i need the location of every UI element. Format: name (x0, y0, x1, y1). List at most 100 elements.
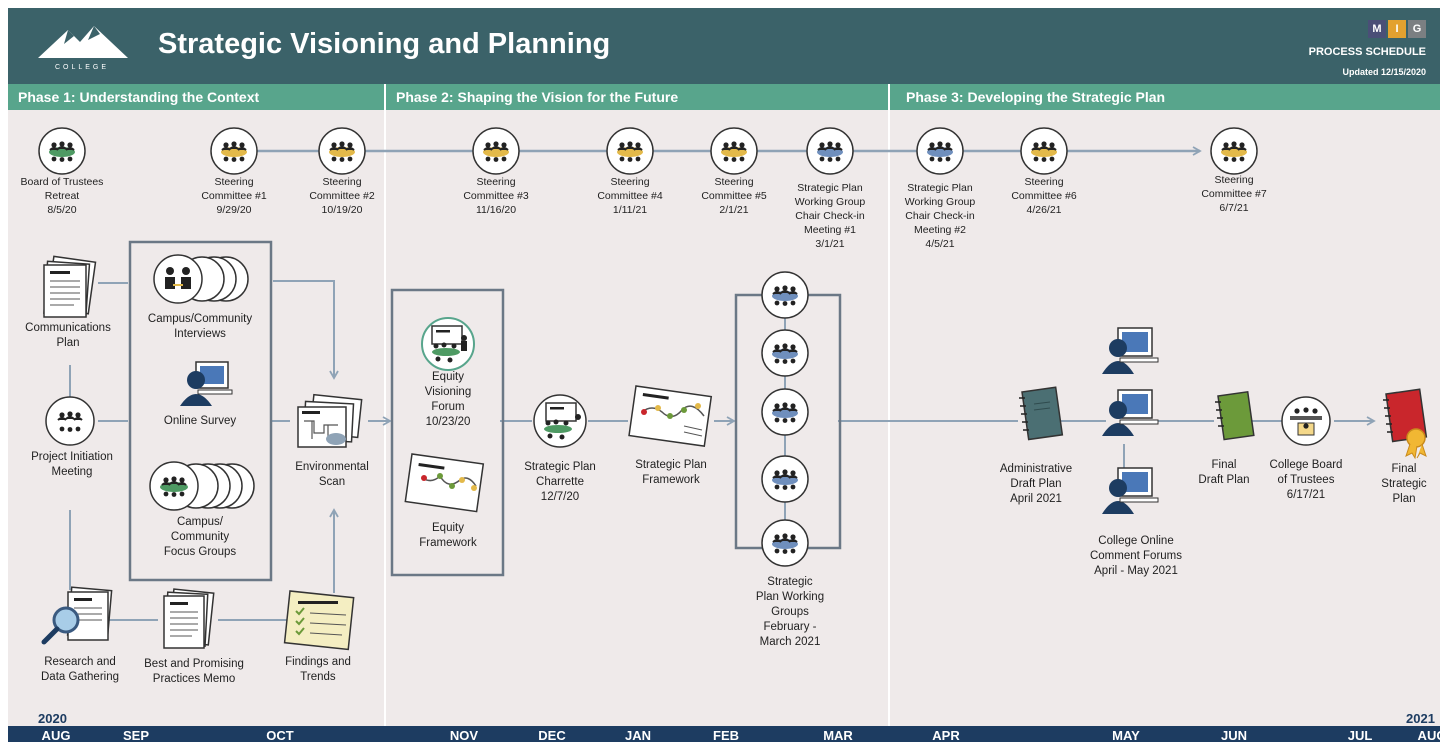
updated-date: Updated 12/15/2020 (1342, 67, 1426, 77)
meeting-icon (472, 127, 520, 175)
meeting-icon (710, 127, 758, 175)
working-group-icons (761, 271, 809, 567)
meeting-icon (318, 127, 366, 175)
timeline-month: MAR (823, 728, 853, 742)
timeline-month: JUL (1347, 728, 1373, 742)
final-draft-book-icon (1215, 390, 1255, 441)
online-survey-icon (180, 361, 233, 406)
meeting-icon (210, 127, 258, 175)
timeline-month: APR (932, 728, 960, 742)
mig-letter-m: M (1368, 20, 1386, 38)
process-diagram (38, 127, 1428, 651)
findings-icon (283, 590, 355, 651)
practices-memo-icon (163, 588, 215, 649)
online-survey-label: Online Survey (163, 415, 237, 427)
timeline-bar (8, 726, 1440, 742)
timeline-month: FEB (713, 728, 739, 742)
meeting-icon (1020, 127, 1068, 175)
timeline-month: AUG (1417, 728, 1440, 742)
page-title: Strategic Visioning and Planning (158, 28, 611, 60)
timeline-month: JAN (624, 728, 652, 742)
phase-1-bar: Phase 1: Understanding the Context (8, 84, 384, 110)
mig-logo: M I G (1368, 20, 1426, 38)
plan-framework-icon (628, 385, 713, 447)
interviews-survey-box (128, 240, 273, 582)
computer-user-icon (1102, 467, 1159, 514)
working-group-icon (761, 388, 809, 436)
equity-box (390, 288, 505, 577)
meeting-icon (1210, 127, 1258, 175)
working-group-icon (761, 271, 809, 319)
year-end: 2021 (1406, 711, 1435, 726)
process-schedule-frame: GreenRiver COLLEGE Strategic Visioning a… (8, 8, 1440, 742)
timeline-month: SEP (122, 728, 150, 742)
header-banner: GreenRiver COLLEGE Strategic Visioning a… (8, 8, 1440, 84)
logo-wordmark: GreenRiver (54, 46, 110, 60)
equity-framework-icon (404, 453, 485, 513)
mig-letter-i: I (1388, 20, 1406, 38)
logo-subtext: COLLEGE (54, 64, 110, 71)
college-logo (38, 26, 128, 58)
communications-plan-icon (43, 255, 97, 318)
phase-divider-1 (384, 84, 386, 742)
admin-draft-book-icon (1019, 386, 1064, 441)
computer-user-icon (1102, 327, 1159, 374)
flow-lines (69, 280, 1376, 621)
focus-groups-icon (149, 461, 255, 511)
research-icon (41, 586, 113, 645)
timeline-month: OCT (266, 728, 294, 742)
phase-2-bar: Phase 2: Shaping the Vision for the Futu… (386, 84, 888, 110)
timeline-month: DEC (538, 728, 566, 742)
meeting-icon (606, 127, 654, 175)
charrette-icon (533, 394, 587, 448)
timeline-month: JUN (1220, 728, 1248, 742)
project-initiation-icon (45, 396, 95, 446)
equity-forum-icon (421, 317, 475, 371)
mig-letter-g: G (1408, 20, 1426, 38)
meeting-icon (806, 127, 854, 175)
working-group-icon (761, 455, 809, 503)
comment-forum-computers (1102, 327, 1159, 514)
phase-3-bar: Phase 3: Developing the Strategic Plan (890, 84, 1440, 110)
college-board-icon (1281, 396, 1331, 446)
process-schedule-label: PROCESS SCHEDULE (1308, 46, 1426, 58)
computer-user-icon (1102, 389, 1159, 436)
final-plan-book-icon (1383, 388, 1428, 460)
phase-divider-2 (888, 84, 890, 742)
working-group-icon (761, 329, 809, 377)
environmental-scan-icon (297, 393, 363, 448)
working-group-icon (761, 519, 809, 567)
timeline-month: NOV (449, 728, 479, 742)
interviews-icon (153, 254, 249, 304)
timeline-month: MAY (1112, 728, 1140, 742)
timeline-month: AUG (41, 728, 71, 742)
